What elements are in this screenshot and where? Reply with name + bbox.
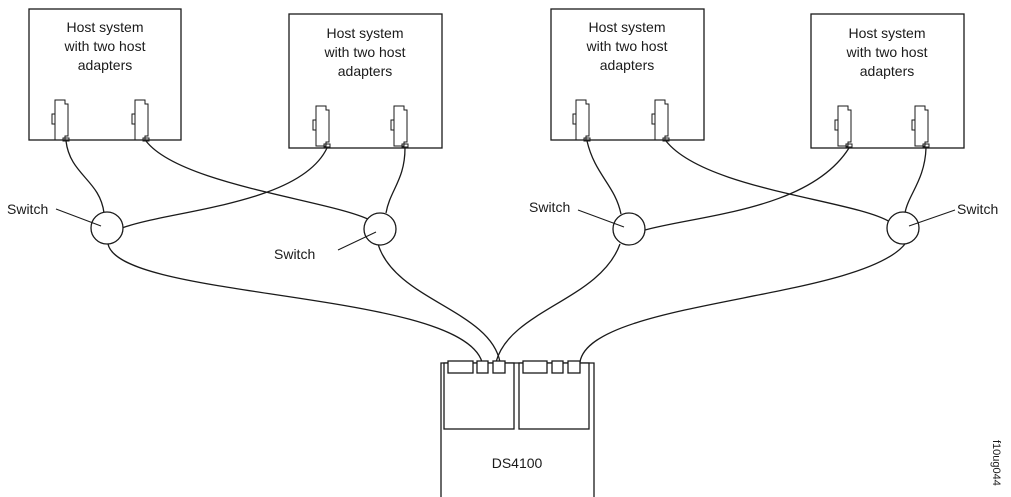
host-system-1-label-line3: adapters (78, 57, 132, 73)
host-adapter (390, 105, 409, 148)
host-system-2-label-line2: with two host (324, 44, 406, 60)
host-system-1-label-line2: with two host (64, 38, 146, 54)
ds4100-controller-a (443, 362, 515, 430)
ds4100-port (492, 360, 506, 374)
cable (586, 140, 622, 215)
switch-1-leader (55, 208, 102, 227)
ds4100-storage: DS4100 (440, 360, 595, 497)
host-to-switch-cables (65, 140, 927, 231)
cable (65, 140, 105, 214)
switch-3-label: Switch (529, 199, 570, 215)
host-system-4: Host system with two host adapters (810, 13, 965, 149)
switch-2: Switch (274, 212, 397, 262)
cable (377, 243, 501, 363)
host-system-1: Host system with two host adapters (28, 8, 182, 142)
host-system-3: Host system with two host adapters (550, 8, 705, 142)
cable (665, 140, 891, 223)
cable (385, 147, 406, 214)
host-system-2: Host system with two host adapters (288, 13, 443, 149)
switch-3-leader (577, 209, 625, 228)
host-adapter (651, 99, 670, 142)
host-system-4-box (810, 13, 965, 149)
host-system-3-label-line3: adapters (600, 57, 654, 73)
switch-2-leader (337, 231, 377, 251)
host-adapter (312, 105, 331, 148)
ds4100-port (447, 360, 474, 374)
ds4100-port (522, 360, 548, 374)
switch-2-icon (363, 212, 397, 246)
host-adapter (51, 99, 70, 142)
host-system-3-label-line2: with two host (586, 38, 668, 54)
host-system-4-label-line2: with two host (846, 44, 928, 60)
switch-2-label: Switch (274, 246, 315, 262)
figure-id: f10ug044 (990, 440, 1002, 486)
ds4100-port (551, 360, 564, 374)
host-adapter (131, 99, 150, 142)
host-adapter (911, 105, 930, 148)
switch-to-storage-cables (107, 243, 906, 363)
host-adapter (572, 99, 591, 142)
cable (579, 243, 906, 363)
switch-1: Switch (7, 201, 124, 245)
ds4100-controller-b (518, 362, 590, 430)
switch-3: Switch (529, 199, 646, 246)
host-system-4-label-line3: adapters (860, 63, 914, 79)
host-system-4-label-line1: Host system (848, 25, 925, 41)
ds4100-port (567, 360, 581, 374)
switch-4-leader (908, 209, 956, 227)
switch-4: Switch (886, 201, 998, 245)
host-system-3-label-line1: Host system (588, 19, 665, 35)
host-system-2-label-line3: adapters (338, 63, 392, 79)
cable (644, 147, 850, 231)
host-system-2-label-line1: Host system (326, 25, 403, 41)
switch-4-icon (886, 211, 920, 245)
cable (121, 147, 328, 229)
switch-4-label: Switch (957, 201, 998, 217)
ds4100-port (476, 360, 489, 374)
cable (145, 140, 371, 221)
host-adapter (834, 105, 853, 148)
switch-1-icon (90, 211, 124, 245)
host-system-1-label-line1: Host system (66, 19, 143, 35)
cable (495, 243, 621, 363)
switch-3-icon (612, 212, 646, 246)
ds4100-label: DS4100 (492, 455, 543, 471)
host-system-1-box (28, 8, 182, 141)
host-system-2-box (288, 13, 443, 149)
cable (107, 243, 483, 363)
cable (904, 147, 927, 214)
switch-1-label: Switch (7, 201, 48, 217)
